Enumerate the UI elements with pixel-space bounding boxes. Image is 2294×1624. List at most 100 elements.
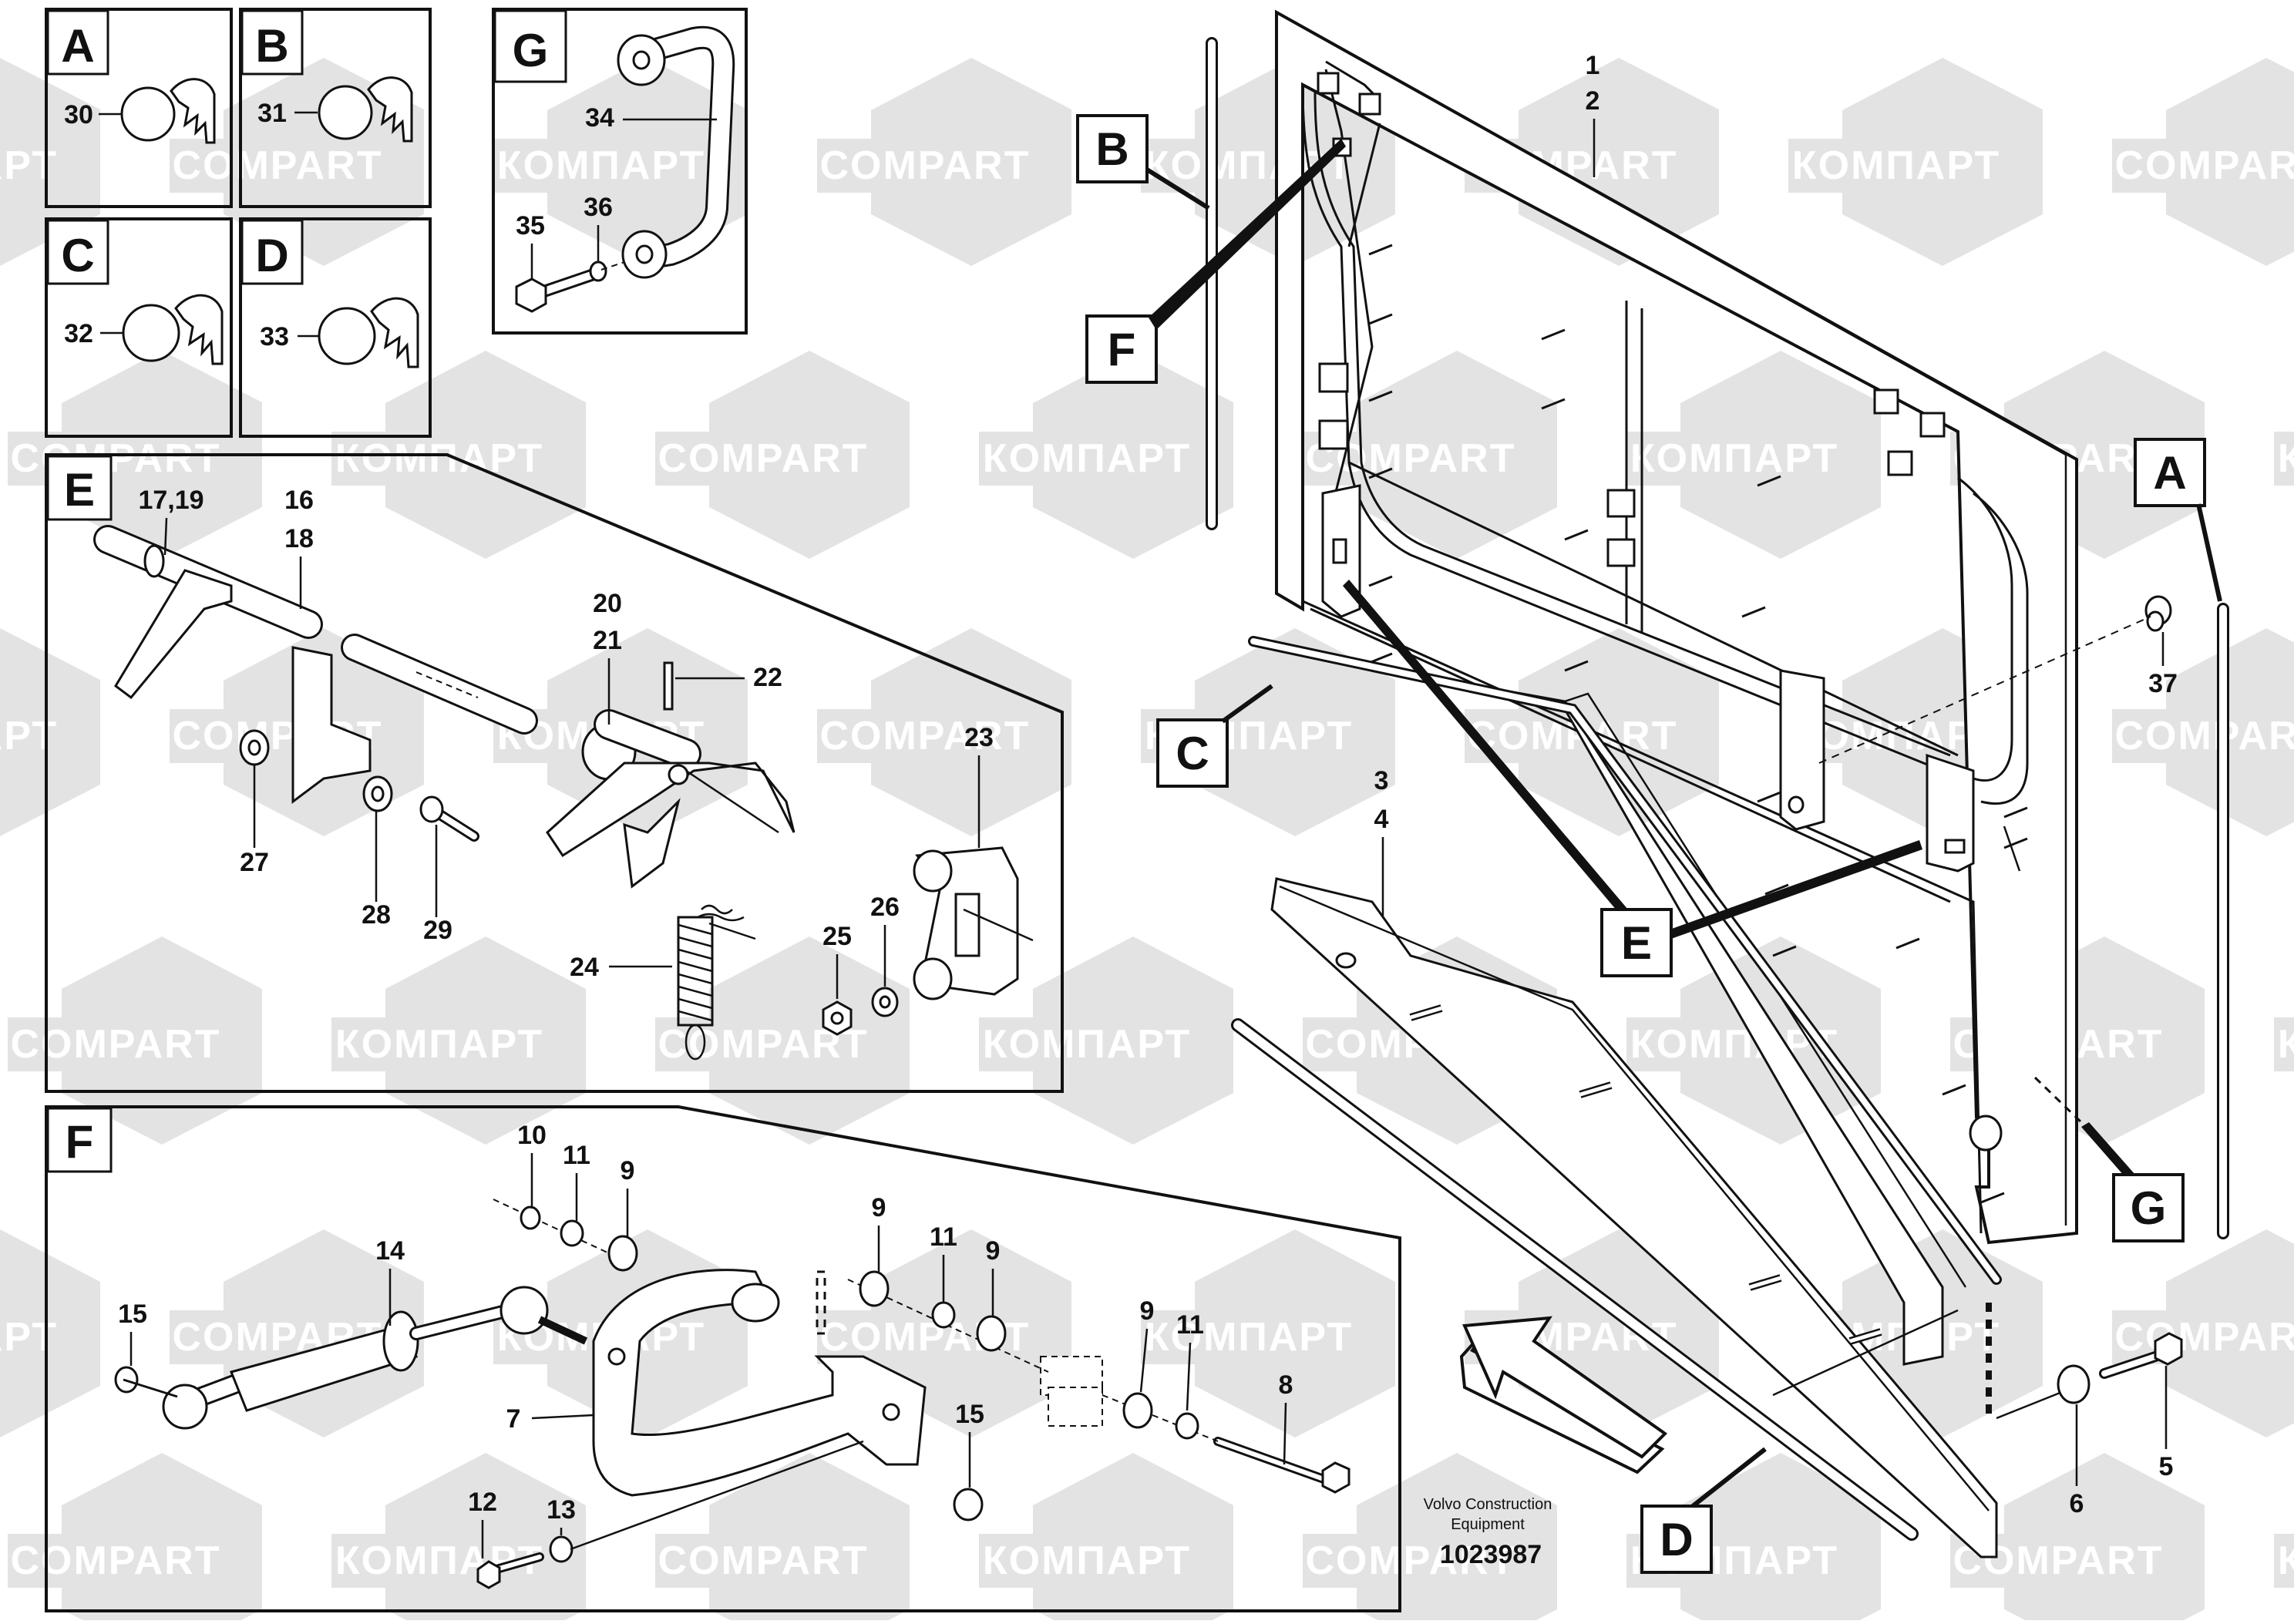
part-number-18: 18 [284,524,314,553]
inset-b-letter: B [255,20,288,72]
watermark-band [170,139,385,193]
watermark-band [655,432,871,486]
part-number-11: 11 [930,1222,957,1252]
callout-f: F [1085,139,1346,384]
washer-icon [239,729,899,1017]
part-number-13: 13 [547,1495,576,1525]
callout-g-letter: G [2131,1182,2167,1234]
watermark-text: КОМПАРТ [1792,143,2000,188]
callout-d-letter: D [1660,1514,1693,1565]
part-number-9: 9 [872,1193,886,1222]
part-number-27: 27 [240,848,269,877]
edge-trim-clip-icon [122,294,224,365]
hinge-bracket-icon [592,1269,927,1497]
watermark-band [979,1534,1195,1588]
watermark-band [2112,139,2294,193]
callout-f-letter: F [1108,324,1136,375]
part-number-32: 32 [64,319,93,348]
watermark-text: COMPART [1305,1538,1515,1583]
watermark-text: КОМПАРТ [0,143,58,188]
callout-a: A [2134,438,2222,602]
watermark-text: КОМПАРТ [0,714,58,758]
bolt-icon [515,261,625,313]
watermark-text: COMPART [10,1022,220,1067]
watermark-text: COMPART [172,143,382,188]
footer-company: Volvo Construction [1424,1496,1552,1513]
part-number-16: 16 [284,486,314,515]
watermark-text: COMPART [658,436,868,481]
watermark-band [8,432,224,486]
part-number-34: 34 [585,103,614,133]
panel-plate-icon [1270,877,2074,1558]
callout-c-letter: C [1176,728,1209,779]
watermark-text: КОМПАРТ [2278,436,2294,481]
watermark-text: COMPART [2114,1315,2294,1360]
part-number-8: 8 [1279,1370,1293,1400]
watermark-band [331,432,547,486]
watermark-band [979,432,1195,486]
footer-company-line2: Equipment [1451,1516,1525,1533]
main-assembly-view: B F A C E G [1076,9,2229,1574]
inset-a-letter: A [61,20,94,72]
watermark-band [2112,709,2294,763]
watermark-band [2274,432,2294,486]
part-number-1: 1 [1586,51,1600,80]
fastener-stack-icon [114,1199,1219,1589]
part-number-33: 33 [260,322,289,351]
callout-g: G [2033,1076,2185,1242]
part-number-30: 30 [64,100,93,129]
seal-strip-icon [1206,37,2229,1541]
part-number-10: 10 [517,1121,547,1150]
edge-trim-clip-icon [318,297,419,368]
screw-icon [419,795,479,842]
watermark-band [2274,1017,2294,1071]
part-number-28: 28 [362,900,391,930]
inset-d: D 33 [239,217,432,438]
part-number-31: 31 [257,99,287,128]
inset-f: F [45,1105,1401,1612]
document-number: 1023987 [1440,1540,1542,1569]
watermark-text: КОМПАРТ [497,143,705,188]
watermark-band [2274,1534,2294,1588]
part-number-15: 15 [955,1400,984,1429]
nut-icon [822,1000,853,1036]
watermark-band [817,709,1033,763]
direction-arrow-icon [1459,1316,1668,1474]
part-number-21: 21 [593,626,622,655]
watermark-text: КОМПАРТ [2278,1022,2294,1067]
watermark-band [655,1534,871,1588]
watermark-text: КОМПАРТ [1630,436,1838,481]
watermark-text: COMPART [2114,143,2294,188]
part-number-14: 14 [375,1236,405,1266]
door-frame-icon [1263,9,2078,1366]
edge-trim-clip-icon [120,78,216,144]
part-number-23: 23 [964,723,994,752]
watermark-text: КОМПАРТ [983,1022,1191,1067]
part-number-37: 37 [2148,669,2178,698]
watermark-text: КОМПАРТ [0,1315,58,1360]
watermark-band [331,1017,547,1071]
watermark-band [1303,1534,1519,1588]
callout-b-letter: B [1095,123,1128,175]
part-number-25: 25 [822,922,852,951]
watermark-band [8,1534,224,1588]
watermark-text: КОМПАРТ [335,436,543,481]
callout-a-letter: A [2153,447,2186,499]
part-number-9: 9 [1140,1296,1155,1326]
watermark-text: КОМПАРТ [335,1538,543,1583]
part-number-11: 11 [1176,1310,1204,1340]
tension-spring-icon [677,904,756,1061]
part-number-17-19: 17,19 [138,486,204,515]
part-number-35: 35 [516,211,545,240]
watermark-text: COMPART [819,714,1030,758]
part-number-15: 15 [118,1300,147,1329]
watermark-text: COMPART [2114,714,2294,758]
threaded-stud-icon [537,1316,1350,1494]
watermark-text: КОМПАРТ [1145,1315,1353,1360]
part-number-6: 6 [2070,1489,2084,1518]
watermark-text: КОМПАРТ [2278,1538,2294,1583]
inset-d-letter: D [255,230,288,281]
watermark-text: COMPART [10,436,220,481]
part-number-36: 36 [584,193,613,222]
